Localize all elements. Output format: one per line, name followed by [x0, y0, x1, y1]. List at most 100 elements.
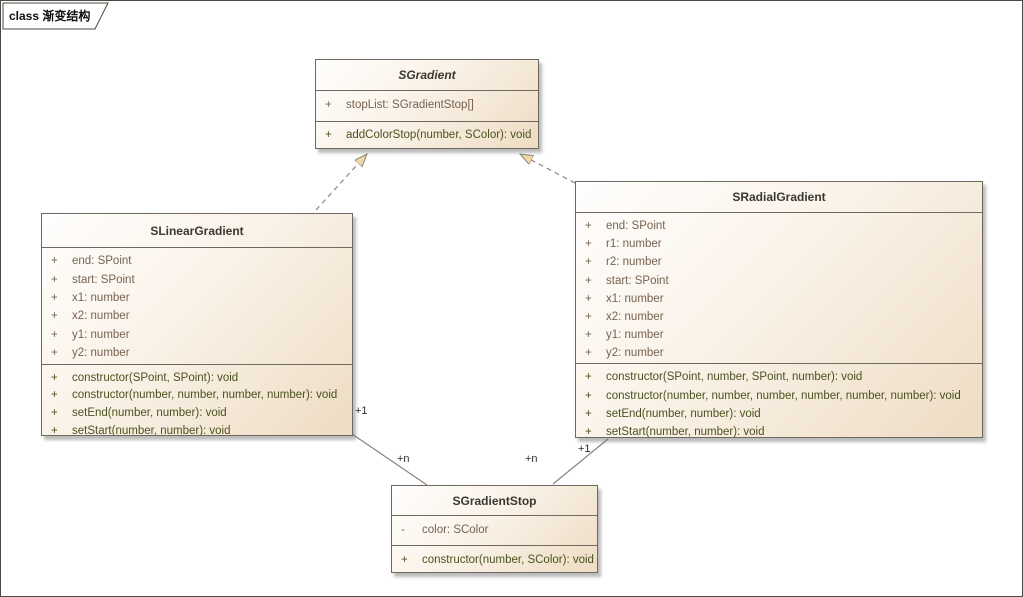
multiplicity-label: +1: [578, 443, 591, 455]
methods-compartment: + constructor(SPoint, number, SPoint, nu…: [576, 363, 982, 437]
visibility-marker: +: [401, 554, 408, 567]
method-row: + constructor(SPoint, number, SPoint, nu…: [576, 368, 982, 386]
attribute-text: start: SPoint: [606, 274, 669, 287]
method-text: setEnd(number, number): void: [606, 407, 761, 420]
attributes-compartment: - color: SColor: [392, 516, 597, 545]
attribute-text: y1: number: [606, 329, 664, 342]
multiplicity-label: +n: [397, 453, 410, 465]
attribute-row: + x2: number: [42, 307, 352, 325]
visibility-marker: +: [325, 129, 332, 142]
attribute-text: y1: number: [72, 328, 130, 341]
method-row: + setEnd(number, number): void: [576, 405, 982, 423]
attribute-text: x1: number: [72, 291, 130, 304]
visibility-marker: +: [585, 292, 592, 305]
method-row: + setStart(number, number): void: [42, 422, 352, 435]
visibility-marker: +: [51, 328, 58, 341]
visibility-marker: +: [51, 424, 58, 435]
attribute-text: x2: number: [72, 310, 130, 323]
attribute-row: - color: SColor: [392, 521, 597, 539]
method-text: setStart(number, number): void: [606, 426, 765, 437]
attribute-row: + y2: number: [576, 344, 982, 362]
visibility-marker: -: [401, 524, 405, 537]
attribute-text: y2: number: [606, 347, 664, 360]
generalization-edge-linear[interactable]: [315, 154, 367, 211]
visibility-marker: +: [51, 406, 58, 419]
attribute-text: x1: number: [606, 292, 664, 305]
attributes-compartment: + end: SPoint + start: SPoint + x1: numb…: [42, 248, 352, 364]
attribute-row: + y1: number: [576, 326, 982, 344]
attribute-row: + stopList: SGradientStop[]: [316, 96, 538, 114]
visibility-marker: +: [51, 310, 58, 323]
attribute-text: stopList: SGradientStop[]: [346, 99, 474, 112]
attribute-row: + r2: number: [576, 253, 982, 271]
visibility-marker: +: [51, 371, 58, 384]
visibility-marker: +: [585, 220, 592, 233]
method-text: constructor(SPoint, number, SPoint, numb…: [606, 371, 863, 384]
methods-compartment: + constructor(number, SColor): void: [392, 545, 597, 572]
association-edge-linear-stop[interactable]: [351, 433, 428, 486]
visibility-marker: +: [585, 256, 592, 269]
visibility-marker: +: [585, 311, 592, 324]
method-text: constructor(number, SColor): void: [422, 554, 594, 567]
attribute-text: r2: number: [606, 256, 662, 269]
attribute-text: r1: number: [606, 238, 662, 251]
attribute-row: + start: SPoint: [576, 272, 982, 290]
visibility-marker: +: [585, 238, 592, 251]
class-box-sradialgradient[interactable]: SRadialGradient + end: SPoint + r1: numb…: [575, 181, 983, 438]
visibility-marker: +: [51, 347, 58, 360]
visibility-marker: +: [51, 389, 58, 402]
method-row: + setEnd(number, number): void: [42, 404, 352, 422]
method-row: + constructor(SPoint, SPoint): void: [42, 369, 352, 387]
attribute-text: end: SPoint: [72, 255, 132, 268]
method-text: constructor(number, number, number, numb…: [606, 389, 961, 402]
method-text: addColorStop(number, SColor): void: [346, 129, 532, 142]
method-text: constructor(number, number, number, numb…: [72, 389, 338, 402]
visibility-marker: +: [585, 407, 592, 420]
attribute-text: end: SPoint: [606, 220, 666, 233]
visibility-marker: +: [585, 426, 592, 437]
method-text: setStart(number, number): void: [72, 424, 231, 435]
visibility-marker: +: [51, 255, 58, 268]
method-row: + addColorStop(number, SColor): void: [316, 126, 538, 144]
diagram-frame-tab: [2, 2, 109, 30]
method-row: + setStart(number, number): void: [576, 423, 982, 437]
attribute-row: + x2: number: [576, 308, 982, 326]
attribute-text: y2: number: [72, 347, 130, 360]
attribute-row: + end: SPoint: [576, 217, 982, 235]
method-text: setEnd(number, number): void: [72, 406, 227, 419]
attribute-row: + y2: number: [42, 344, 352, 362]
class-box-sgradient[interactable]: SGradient + stopList: SGradientStop[] + …: [315, 59, 539, 149]
method-row: + constructor(number, number, number, nu…: [42, 387, 352, 405]
diagram-tab-label: class 渐变结构: [9, 9, 91, 23]
method-row: + constructor(number, number, number, nu…: [576, 386, 982, 404]
class-name: SRadialGradient: [576, 182, 982, 213]
association-edge-radial-stop[interactable]: [552, 438, 609, 485]
attribute-text: x2: number: [606, 311, 664, 324]
visibility-marker: +: [585, 347, 592, 360]
methods-compartment: + addColorStop(number, SColor): void: [316, 121, 538, 148]
visibility-marker: +: [51, 273, 58, 286]
generalization-edge-radial[interactable]: [520, 154, 576, 184]
attributes-compartment: + stopList: SGradientStop[]: [316, 91, 538, 121]
attribute-row: + y1: number: [42, 326, 352, 344]
class-box-sgradientstop[interactable]: SGradientStop - color: SColor + construc…: [391, 485, 598, 573]
methods-compartment: + constructor(SPoint, SPoint): void + co…: [42, 364, 352, 435]
visibility-marker: +: [585, 389, 592, 402]
method-row: + constructor(number, SColor): void: [392, 551, 597, 569]
multiplicity-label: +n: [525, 453, 538, 465]
attribute-row: + end: SPoint: [42, 252, 352, 270]
attribute-row: + r1: number: [576, 235, 982, 253]
class-name: SLinearGradient: [42, 214, 352, 248]
visibility-marker: +: [585, 274, 592, 287]
attribute-row: + start: SPoint: [42, 270, 352, 288]
attributes-compartment: + end: SPoint + r1: number + r2: number …: [576, 213, 982, 363]
visibility-marker: +: [325, 99, 332, 112]
attribute-row: + x1: number: [576, 290, 982, 308]
visibility-marker: +: [585, 371, 592, 384]
class-name: SGradientStop: [392, 486, 597, 516]
method-text: constructor(SPoint, SPoint): void: [72, 371, 239, 384]
class-box-slineargradient[interactable]: SLinearGradient + end: SPoint + start: S…: [41, 213, 353, 436]
attribute-row: + x1: number: [42, 289, 352, 307]
